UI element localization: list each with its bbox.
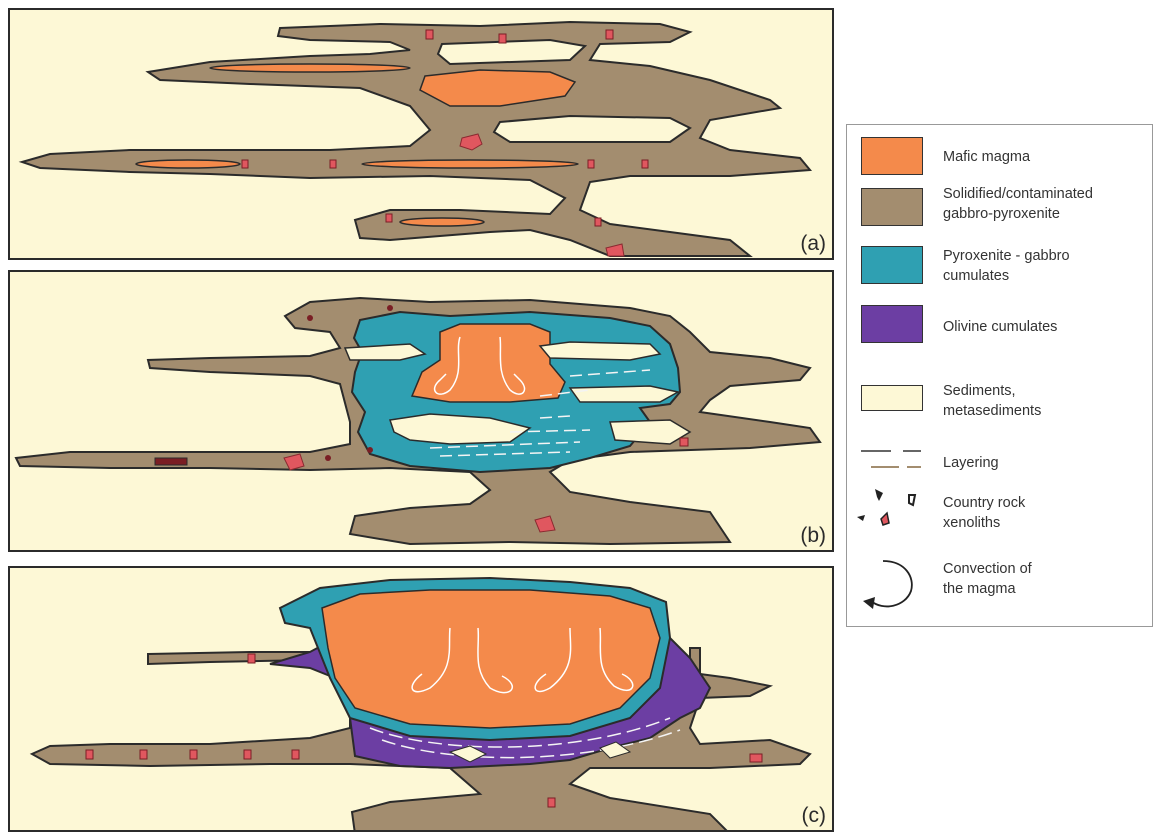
panel-label: (c)	[802, 804, 827, 828]
legend-label: Solidified/contaminated gabbro-pyroxenit…	[943, 184, 1093, 224]
panel-b-diagram	[10, 272, 832, 550]
xenolith	[750, 754, 762, 762]
xenolith	[426, 30, 433, 39]
xenolith	[307, 315, 313, 321]
sediment-window	[494, 116, 690, 142]
teal-swatch	[861, 246, 923, 284]
xenolith	[190, 750, 197, 759]
legend-label: Pyroxenite - gabbro cumulates	[943, 246, 1070, 286]
xenolith	[242, 160, 248, 168]
cream-swatch	[861, 385, 923, 411]
xenolith	[548, 798, 555, 807]
circular-arrow-icon	[853, 555, 925, 615]
xenolith	[680, 438, 688, 446]
legend: Mafic magma Solidified/contaminated gabb…	[846, 124, 1153, 627]
xenolith	[387, 305, 393, 311]
purple-swatch	[861, 305, 923, 343]
legend-label: Country rock xenoliths	[943, 493, 1025, 533]
xenolith	[325, 455, 331, 461]
dashed-lines-icon	[857, 443, 927, 473]
sediment-window	[438, 40, 585, 64]
orange-swatch	[861, 137, 923, 175]
legend-label: Sediments, metasediments	[943, 381, 1041, 421]
xenolith	[292, 750, 299, 759]
panel-label: (a)	[800, 232, 826, 256]
legend-label: Layering	[943, 453, 999, 473]
xenolith	[642, 160, 648, 168]
xenolith	[86, 750, 93, 759]
xenolith	[595, 218, 601, 226]
xenolith	[386, 214, 392, 222]
mafic-magma-lens	[400, 218, 484, 226]
legend-label: Olivine cumulates	[943, 317, 1057, 337]
sediment-window	[570, 386, 678, 402]
sediment-window	[540, 342, 660, 360]
panel-label: (b)	[800, 524, 826, 548]
xenolith	[244, 750, 251, 759]
panel-b: (b)	[8, 270, 834, 552]
mafic-magma-lens	[210, 64, 410, 72]
xenolith	[367, 447, 373, 453]
xenolith	[155, 458, 187, 465]
xenolith	[606, 30, 613, 39]
mafic-magma-lens	[136, 160, 240, 168]
mafic-magma-chamber	[322, 590, 660, 728]
xenolith	[330, 160, 336, 168]
panel-c-diagram	[10, 568, 832, 832]
panel-c: (c)	[8, 566, 834, 832]
legend-label: Convection of the magma	[943, 559, 1032, 599]
xenolith	[140, 750, 147, 759]
xenolith	[248, 654, 255, 663]
panel-a-diagram	[10, 10, 832, 258]
xenolith	[588, 160, 594, 168]
xenolith-fragments-icon	[855, 487, 935, 537]
brown-swatch	[861, 188, 923, 226]
legend-label: Mafic magma	[943, 147, 1030, 167]
mafic-magma-lens	[362, 160, 578, 168]
panel-a: (a)	[8, 8, 834, 260]
xenolith	[499, 34, 506, 43]
